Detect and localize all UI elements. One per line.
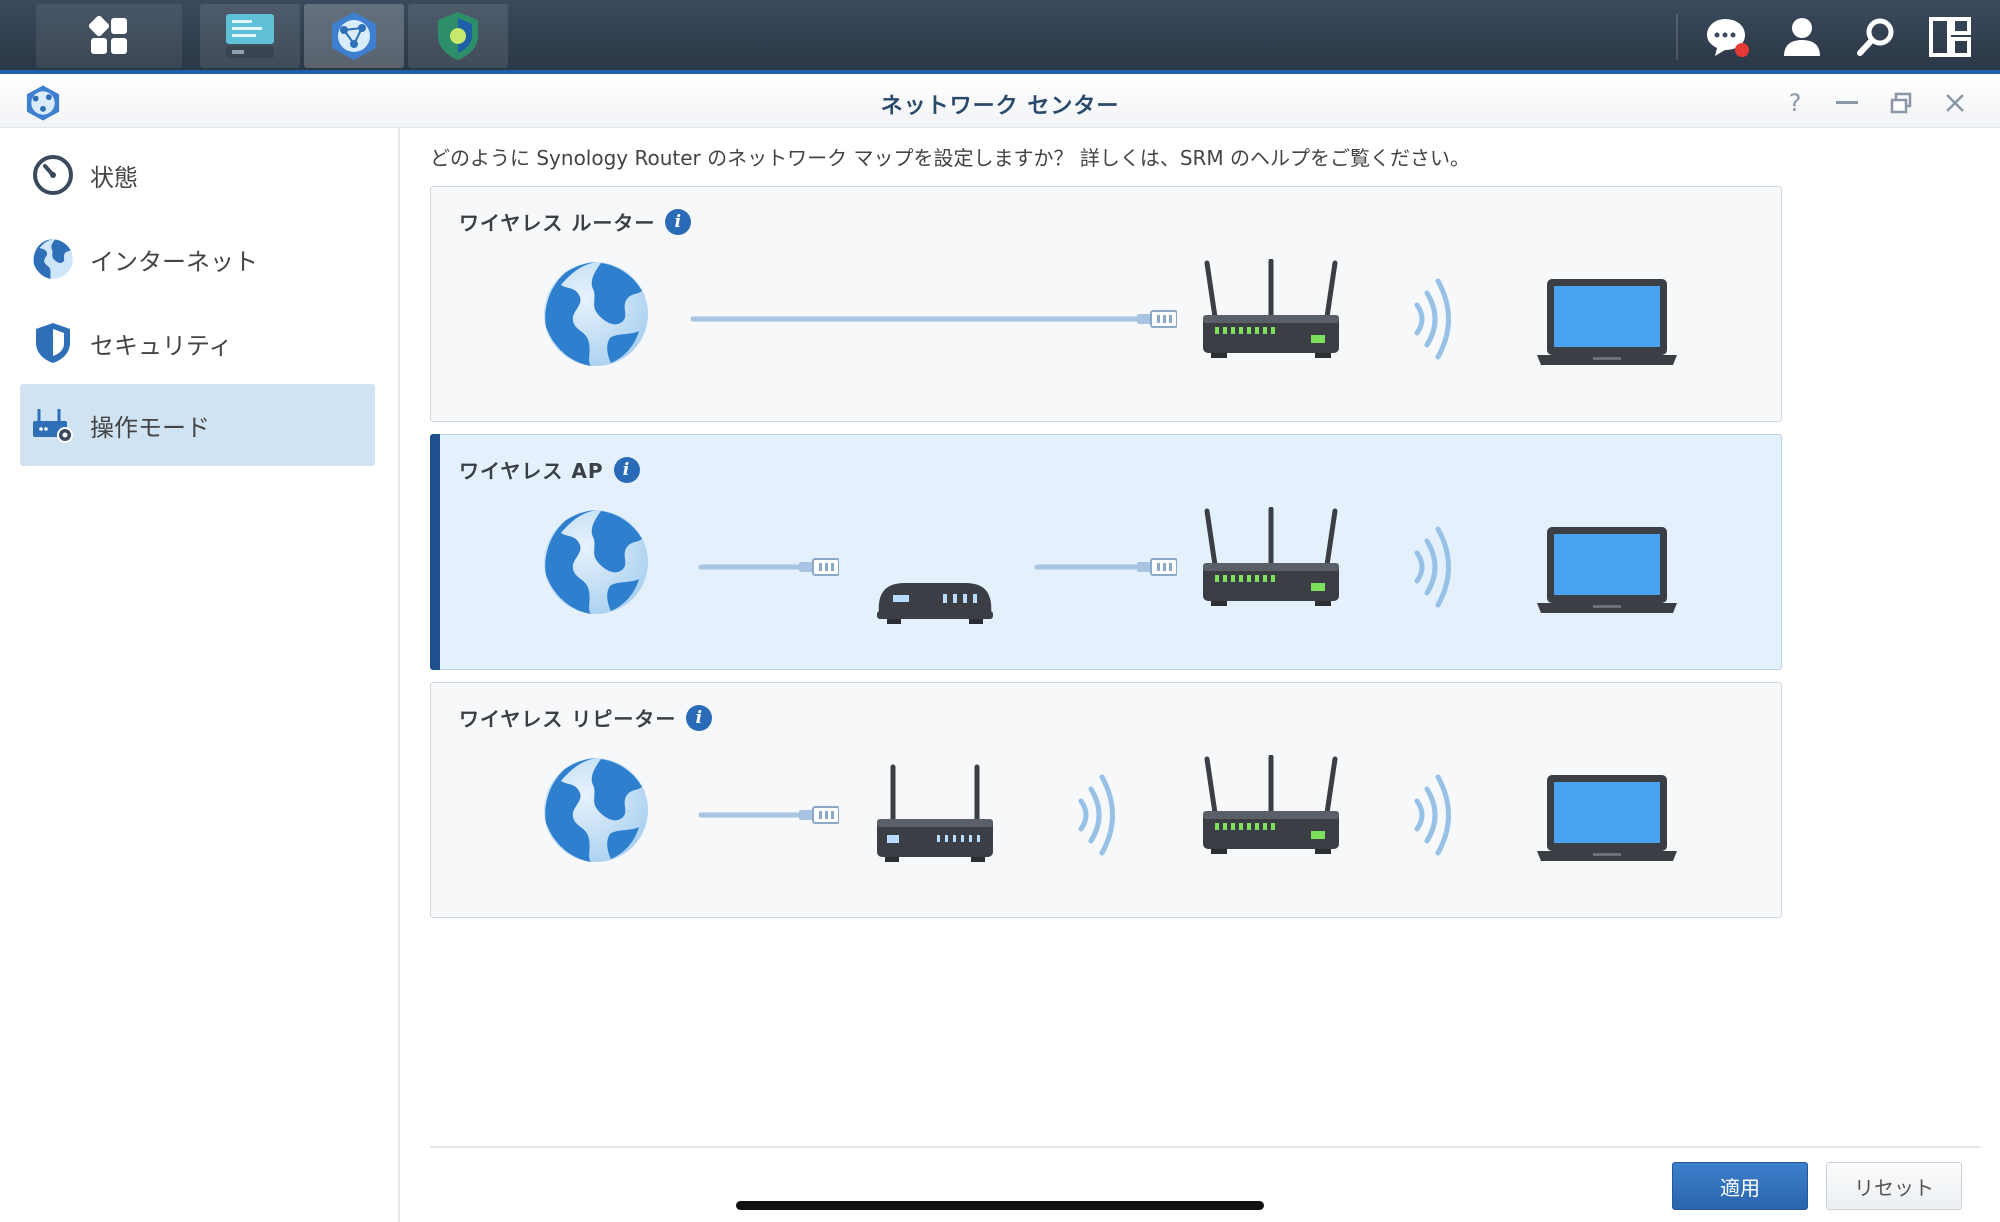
router-icon — [1203, 757, 1339, 854]
network-diagram — [544, 247, 1677, 366]
minimize-icon — [1836, 101, 1858, 104]
maximize-button[interactable] — [1884, 88, 1918, 118]
router-gear-icon — [30, 402, 76, 448]
router-icon — [1203, 509, 1339, 606]
sidebar-item-internet[interactable]: インターネット — [20, 218, 375, 300]
user-icon — [1784, 18, 1820, 56]
laptop-icon — [1537, 527, 1677, 613]
info-icon[interactable]: i — [613, 456, 640, 483]
widgets-layout-icon — [1929, 17, 1971, 57]
wifi-waves-icon — [1417, 281, 1449, 357]
window-title: ネットワーク センター — [880, 94, 1120, 119]
help-button[interactable]: ? — [1778, 88, 1812, 118]
wifi-waves-icon — [1417, 777, 1449, 853]
internet-globe-icon — [544, 758, 648, 862]
minimize-button[interactable] — [1830, 88, 1864, 118]
info-icon[interactable]: i — [665, 208, 692, 235]
network-center-icon — [332, 12, 376, 60]
sidebar: 状態 インターネット セキュリティ 操作モード — [0, 128, 400, 1222]
search-icon — [1857, 18, 1894, 56]
chat-notification-icon — [1707, 19, 1749, 57]
restore-icon — [1890, 92, 1912, 114]
mode-card-wireless-repeater[interactable]: ワイヤレス リピーター i — [430, 682, 1782, 918]
router-icon — [877, 767, 993, 862]
mode-title: ワイヤレス ルーター i — [459, 207, 692, 236]
modem-icon — [877, 583, 993, 624]
apply-button[interactable]: 適用 — [1672, 1162, 1808, 1210]
mode-title-text: ワイヤレス AP — [459, 459, 604, 483]
user-button[interactable] — [1772, 8, 1832, 66]
laptop-icon — [1537, 279, 1677, 365]
taskbar-divider — [1676, 14, 1678, 60]
globe-icon — [30, 236, 76, 282]
window-titlebar: ネットワーク センター ? — [0, 78, 2000, 128]
sidebar-item-operation-mode[interactable]: 操作モード — [20, 384, 375, 466]
mode-title-text: ワイヤレス リピーター — [459, 707, 677, 731]
internet-globe-icon — [544, 510, 648, 614]
apps-grid-icon — [89, 16, 127, 54]
security-shield-icon — [438, 12, 478, 60]
sidebar-item-security[interactable]: セキュリティ — [20, 302, 375, 384]
taskbar-app-network-center[interactable] — [304, 4, 404, 68]
shield-icon — [30, 320, 76, 366]
internet-globe-icon — [544, 262, 648, 366]
home-indicator[interactable] — [736, 1201, 1264, 1210]
storage-monitor-icon — [226, 14, 274, 58]
reset-button[interactable]: リセット — [1826, 1162, 1962, 1210]
sidebar-item-label: セキュリティ — [90, 331, 233, 360]
sidebar-item-label: 状態 — [90, 163, 138, 192]
mode-title-text: ワイヤレス ルーター — [459, 211, 656, 235]
sidebar-item-label: 操作モード — [90, 413, 210, 442]
ethernet-plug-icon — [799, 806, 839, 824]
ethernet-plug-icon — [799, 558, 839, 576]
mode-title: ワイヤレス リピーター i — [459, 703, 713, 732]
wifi-waves-icon — [1081, 777, 1113, 853]
mode-card-wireless-router[interactable]: ワイヤレス ルーター i — [430, 186, 1782, 422]
mode-title: ワイヤレス AP i — [459, 455, 640, 484]
sidebar-item-status[interactable]: 状態 — [20, 134, 375, 216]
selection-indicator — [430, 434, 440, 670]
mode-card-wireless-ap[interactable]: ワイヤレス AP i — [430, 434, 1782, 670]
info-icon[interactable]: i — [686, 704, 713, 731]
wifi-waves-icon — [1417, 529, 1449, 605]
laptop-icon — [1537, 775, 1677, 861]
close-icon — [1946, 94, 1964, 112]
network-center-app-icon — [24, 84, 62, 126]
widgets-button[interactable] — [1920, 8, 1980, 66]
search-button[interactable] — [1846, 8, 1906, 66]
close-button[interactable] — [1938, 88, 1972, 118]
gauge-icon — [30, 152, 76, 198]
main-menu-button[interactable] — [36, 4, 182, 68]
taskbar-app-safe-access[interactable] — [408, 4, 508, 68]
intro-text: どのように Synology Router のネットワーク マップを設定しますか… — [430, 146, 1471, 170]
ethernet-plug-icon — [1137, 558, 1177, 576]
taskbar-app-storage[interactable] — [200, 4, 300, 68]
ethernet-plug-icon — [1137, 310, 1177, 328]
network-diagram — [544, 743, 1677, 913]
sidebar-item-label: インターネット — [90, 247, 258, 276]
help-icon: ? — [1788, 89, 1802, 117]
footer-divider — [430, 1146, 1980, 1148]
router-icon — [1203, 261, 1339, 358]
network-diagram — [544, 495, 1677, 624]
notifications-button[interactable] — [1698, 8, 1758, 66]
taskbar — [0, 0, 2000, 74]
